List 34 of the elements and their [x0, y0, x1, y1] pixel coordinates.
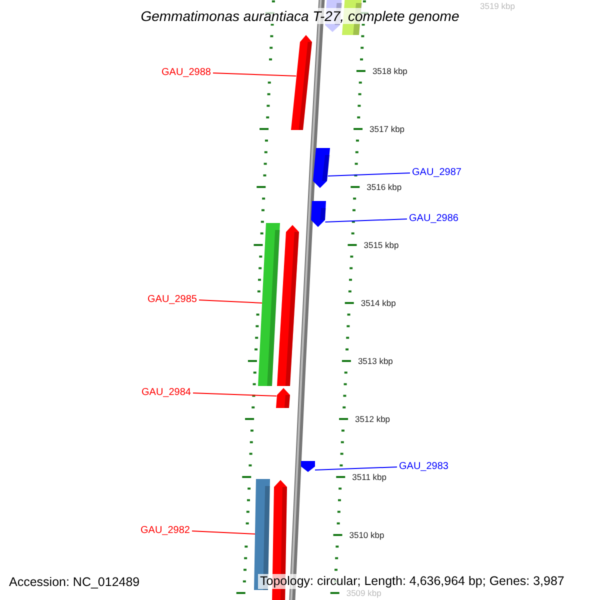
scale-label: 3516 kbp [366, 182, 402, 192]
gene-label: GAU_2982 [140, 525, 190, 537]
scale-label: 3517 kbp [370, 124, 405, 134]
leader-line [314, 466, 398, 470]
gene-feature-bar [313, 148, 330, 188]
gene-label: GAU_2984 [142, 387, 191, 399]
gene-feature-bar [301, 461, 315, 472]
scale-label: 3515 kbp [364, 240, 399, 250]
scale-label: 3510 kbp [349, 530, 384, 540]
scale-label: 3514 kbp [360, 298, 396, 308]
scale-label: 3519 kbp [480, 1, 515, 11]
leader-line [198, 300, 263, 304]
scale-label: 3511 kbp [352, 472, 386, 482]
gene-feature-bar [277, 225, 299, 386]
gene-label: GAU_2985 [148, 294, 197, 306]
leader-line [327, 172, 410, 176]
scale-label: 3509 kbp [346, 588, 382, 598]
scale-label: 3512 kbp [355, 414, 390, 424]
gene-label: GAU_2988 [162, 67, 211, 79]
summary-text: Topology: circular; Length: 4,636,964 bp; Genes: 3,987 [258, 574, 566, 589]
scale-label: 3518 kbp [372, 66, 408, 76]
gene-feature-bar [311, 201, 326, 227]
leader-line [212, 72, 297, 76]
leader-line [192, 530, 256, 534]
gene-feature-bar [276, 388, 290, 408]
gene-label: GAU_2986 [409, 213, 458, 225]
gene-label: GAU_2987 [412, 167, 462, 179]
leader-line [324, 218, 408, 222]
gene-label: GAU_2983 [399, 461, 448, 473]
scale-label: 3513 kbp [358, 356, 393, 366]
feature-bar [258, 223, 280, 386]
accession-text: Accession: NC_012489 [9, 575, 140, 589]
gene-feature-bar [291, 35, 312, 130]
leader-line [192, 392, 278, 396]
